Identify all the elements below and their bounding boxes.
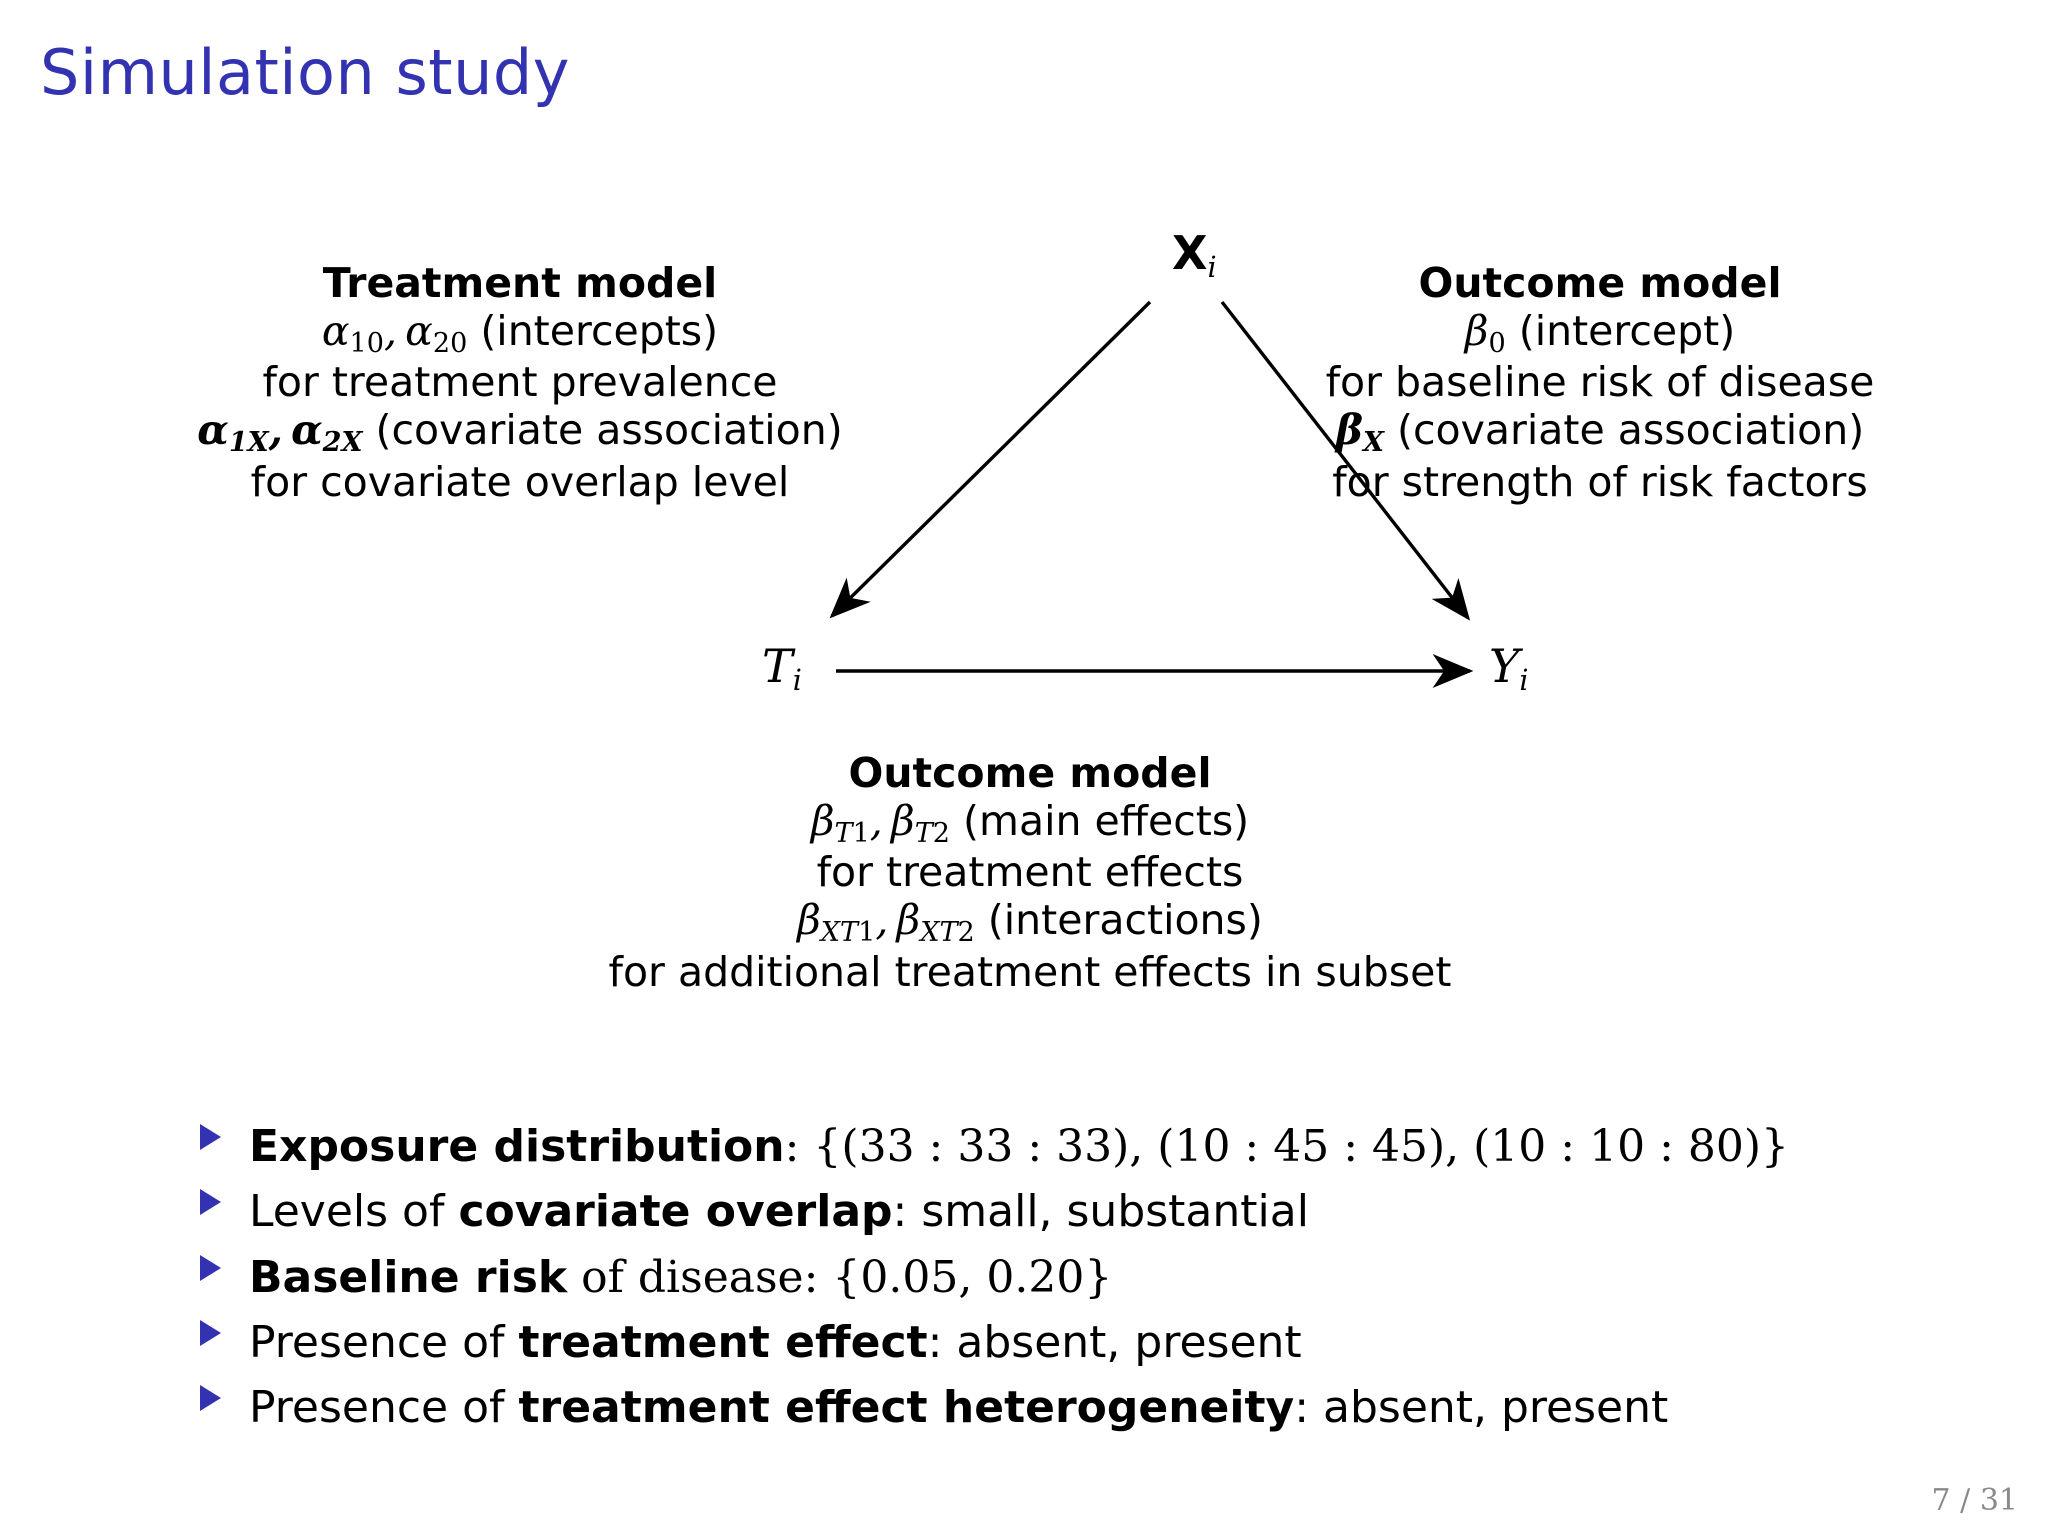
bullet-text-2: Levels of covariate overlap: small, subs… — [249, 1187, 1309, 1236]
triangle-bullet-icon — [200, 1319, 221, 1346]
outcome-model-bottom-line-3-text: (interactions) — [974, 896, 1263, 945]
bullet-2-tail: : small, substantial — [892, 1186, 1309, 1238]
treatment-model-line-1: α10, α20 (intercepts) — [321, 306, 719, 359]
outcome-model-right-line-1-text: (intercept) — [1505, 306, 1736, 355]
outcome-model-right-line-3-text: (covariate association) — [1383, 406, 1865, 455]
node-label-x: Xi — [1172, 230, 1217, 283]
causal-dag-diagram: Xi Ti Yi Treatment model α10, α20 (inter… — [0, 150, 2048, 1090]
node-t-base: T — [762, 639, 793, 693]
triangle-bullet-icon — [200, 1254, 221, 1281]
treatment-model-line-3-text: (covariate association) — [362, 406, 843, 455]
triangle-bullet-icon — [200, 1385, 221, 1412]
bullet-4-lead: Presence of — [249, 1316, 519, 1368]
bullet-2-bold: covariate overlap — [458, 1186, 893, 1238]
treatment-model-block: Treatment model α10, α20 (intercepts) fo… — [140, 259, 900, 507]
outcome-model-bottom-line-3: βXT1, βXT2 (interactions) — [797, 896, 1263, 949]
outcome-model-bottom-line-2: for treatment effects — [816, 848, 1244, 897]
bullet-4-bold: treatment effect — [518, 1316, 928, 1368]
bullet-3-tail: of disease: {0.05, 0.20} — [567, 1251, 1113, 1303]
bullet-1-bold: Exposure distribution — [249, 1121, 785, 1172]
node-x-base: X — [1172, 226, 1208, 280]
triangle-bullet-icon — [200, 1124, 221, 1150]
page-number: 7 / 31 — [1931, 1483, 2018, 1518]
triangle-bullet-icon — [200, 1189, 221, 1216]
outcome-model-bottom-block: Outcome model βT1, βT2 (main effects) fo… — [600, 749, 1460, 997]
outcome-model-right-block: Outcome model β0 (intercept) for baselin… — [1150, 259, 2048, 507]
bullet-1-tail: : {(33 : 33 : 33), (10 : 45 : 45), (10 :… — [784, 1121, 1790, 1172]
node-label-y: Yi — [1489, 643, 1529, 696]
outcome-model-bottom-header: Outcome model — [848, 749, 1212, 797]
page-title: Simulation study — [40, 36, 570, 109]
outcome-model-bottom-line-4: for additional treatment effects in subs… — [608, 947, 1452, 996]
node-t-subscript: i — [792, 663, 802, 697]
outcome-model-bottom-line-1-text: (main effects) — [950, 796, 1250, 845]
node-x-subscript: i — [1207, 250, 1217, 284]
outcome-model-right-header: Outcome model — [1418, 259, 1782, 307]
bullet-4-tail: : absent, present — [927, 1316, 1302, 1368]
outcome-model-bottom-line-1: βT1, βT2 (main effects) — [810, 796, 1250, 849]
bullet-3-bold: Baseline risk — [249, 1251, 568, 1303]
treatment-model-line-1-text: (intercepts) — [467, 306, 719, 355]
list-item[interactable]: Presence of treatment effect: absent, pr… — [200, 1318, 1960, 1367]
outcome-model-right-line-3: βX (covariate association) — [1335, 406, 1865, 459]
treatment-model-header: Treatment model — [322, 259, 718, 307]
outcome-model-right-line-1: β0 (intercept) — [1464, 306, 1736, 359]
treatment-model-line-4: for covariate overlap level — [250, 457, 790, 506]
bullet-5-lead: Presence of — [249, 1382, 519, 1434]
bullet-text-3: Baseline risk of disease: {0.05, 0.20} — [249, 1251, 1113, 1303]
bullet-text-5: Presence of treatment effect heterogenei… — [249, 1383, 1668, 1432]
list-item[interactable]: Presence of treatment effect heterogenei… — [200, 1383, 1960, 1432]
outcome-model-right-line-4: for strength of risk factors — [1332, 457, 1868, 506]
treatment-model-line-3: α1X, α2X (covariate association) — [197, 406, 843, 459]
bullet-5-tail: : absent, present — [1294, 1382, 1669, 1434]
list-item[interactable]: Exposure distribution: {(33 : 33 : 33), … — [200, 1122, 1960, 1171]
bullet-text-4: Presence of treatment effect: absent, pr… — [249, 1318, 1302, 1367]
node-y-base: Y — [1489, 639, 1520, 693]
bullet-2-lead: Levels of — [249, 1186, 459, 1238]
list-item[interactable]: Levels of covariate overlap: small, subs… — [200, 1187, 1960, 1236]
list-item[interactable]: Baseline risk of disease: {0.05, 0.20} — [200, 1251, 1960, 1303]
outcome-model-right-line-2: for baseline risk of disease — [1325, 358, 1875, 407]
node-y-subscript: i — [1519, 663, 1529, 697]
bullet-list: Exposure distribution: {(33 : 33 : 33), … — [200, 1122, 1960, 1448]
bullet-5-bold: treatment effect heterogeneity — [518, 1382, 1295, 1434]
node-label-t: Ti — [762, 643, 802, 696]
bullet-text-1: Exposure distribution: {(33 : 33 : 33), … — [249, 1122, 1789, 1171]
treatment-model-line-2: for treatment prevalence — [262, 358, 778, 407]
